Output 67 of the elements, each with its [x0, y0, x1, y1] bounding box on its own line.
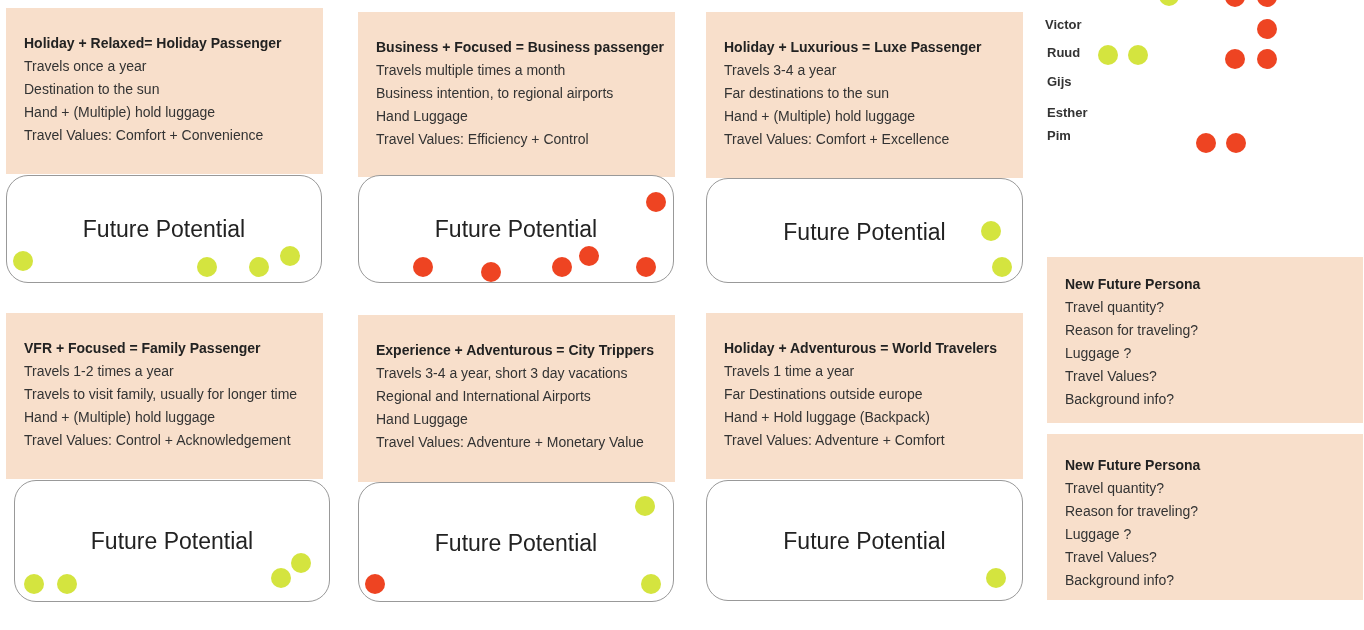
- potential-title: Future Potential: [783, 528, 946, 555]
- card-line: Travels 1 time a year: [724, 362, 855, 381]
- card-line: Travels multiple times a month: [376, 61, 566, 80]
- persona-card: [1047, 257, 1363, 423]
- card-line: Travel Values: Comfort + Excellence: [724, 130, 950, 149]
- potential-box: [358, 175, 674, 283]
- card-line: Reason for traveling?: [1065, 321, 1199, 340]
- card-line: Travels 3-4 a year: [724, 61, 837, 80]
- card-line: Travel quantity?: [1065, 298, 1165, 317]
- card-line: Far destinations to the sun: [724, 84, 889, 103]
- card-line: Far Destinations outside europe: [724, 385, 923, 404]
- card-line: Business intention, to regional airports: [376, 84, 614, 103]
- card-line: Destination to the sun: [24, 80, 160, 99]
- card-line: Background info?: [1065, 390, 1174, 409]
- person-name: Pim: [1047, 128, 1071, 143]
- card-line: Travel Values: Comfort + Convenience: [24, 126, 264, 145]
- card-line: Travels once a year: [24, 57, 147, 76]
- potential-title: Future Potential: [434, 530, 598, 557]
- card-line: Hand Luggage: [376, 107, 468, 126]
- persona-card: [706, 12, 1023, 178]
- card-heading: Experience + Adventurous = City Trippers: [376, 341, 655, 360]
- potential-box: [14, 480, 330, 602]
- person-name: Esther: [1047, 105, 1088, 120]
- potential-box: [706, 178, 1023, 283]
- card-line: Travels to visit family, usually for longer time: [24, 385, 298, 404]
- card-line: Travel Values: Efficiency + Control: [376, 130, 589, 149]
- card-heading: Holiday + Adventurous = World Travelers: [724, 339, 998, 358]
- person-name: Victor: [1045, 17, 1082, 32]
- card-line: Hand + (Multiple) hold luggage: [24, 408, 216, 427]
- persona-card: [358, 12, 675, 177]
- card-heading: New Future Persona: [1065, 275, 1201, 294]
- card-line: Hand + (Multiple) hold luggage: [24, 103, 216, 122]
- persona-card: [6, 8, 323, 174]
- potential-box: [358, 482, 674, 602]
- persona-card: [6, 313, 323, 479]
- potential-box: [6, 175, 322, 283]
- card-heading: VFR + Focused = Family Passenger: [24, 339, 261, 358]
- card-heading: New Future Persona: [1065, 456, 1201, 475]
- persona-card: [358, 315, 675, 482]
- person-name: Gijs: [1047, 74, 1072, 89]
- card-line: Travels 3-4 a year, short 3 day vacations: [376, 364, 628, 383]
- card-line: Hand + Hold luggage (Backpack): [724, 408, 930, 427]
- person-name: Ruud: [1047, 45, 1081, 60]
- card-line: Travel Values: Adventure + Comfort: [724, 431, 945, 450]
- card-line: Hand Luggage: [376, 410, 468, 429]
- card-line: Travel Values: Control + Acknowledgement: [24, 431, 291, 450]
- card-line: Travel Values?: [1065, 548, 1157, 567]
- card-line: Regional and International Airports: [376, 387, 591, 406]
- card-heading: Holiday + Relaxed= Holiday Passenger: [24, 34, 282, 53]
- card-heading: Holiday + Luxurious = Luxe Passenger: [724, 38, 982, 57]
- card-line: Reason for traveling?: [1065, 502, 1199, 521]
- card-line: Travel Values?: [1065, 367, 1157, 386]
- persona-card: [706, 313, 1023, 479]
- card-line: Luggage ?: [1065, 344, 1132, 363]
- card-line: Travel Values: Adventure + Monetary Value: [376, 433, 644, 452]
- card-line: Luggage ?: [1065, 525, 1132, 544]
- potential-box: [706, 480, 1023, 601]
- potential-title: Future Potential: [82, 216, 246, 243]
- card-line: Travels 1-2 times a year: [24, 362, 174, 381]
- potential-title: Future Potential: [783, 219, 946, 246]
- card-line: Travel quantity?: [1065, 479, 1165, 498]
- potential-title: Future Potential: [90, 528, 254, 555]
- potential-title: Future Potential: [434, 216, 598, 243]
- card-heading: Business + Focused = Business passenger: [376, 38, 664, 57]
- card-line: Hand + (Multiple) hold luggage: [724, 107, 916, 126]
- card-line: Background info?: [1065, 571, 1174, 590]
- persona-card: [1047, 434, 1363, 600]
